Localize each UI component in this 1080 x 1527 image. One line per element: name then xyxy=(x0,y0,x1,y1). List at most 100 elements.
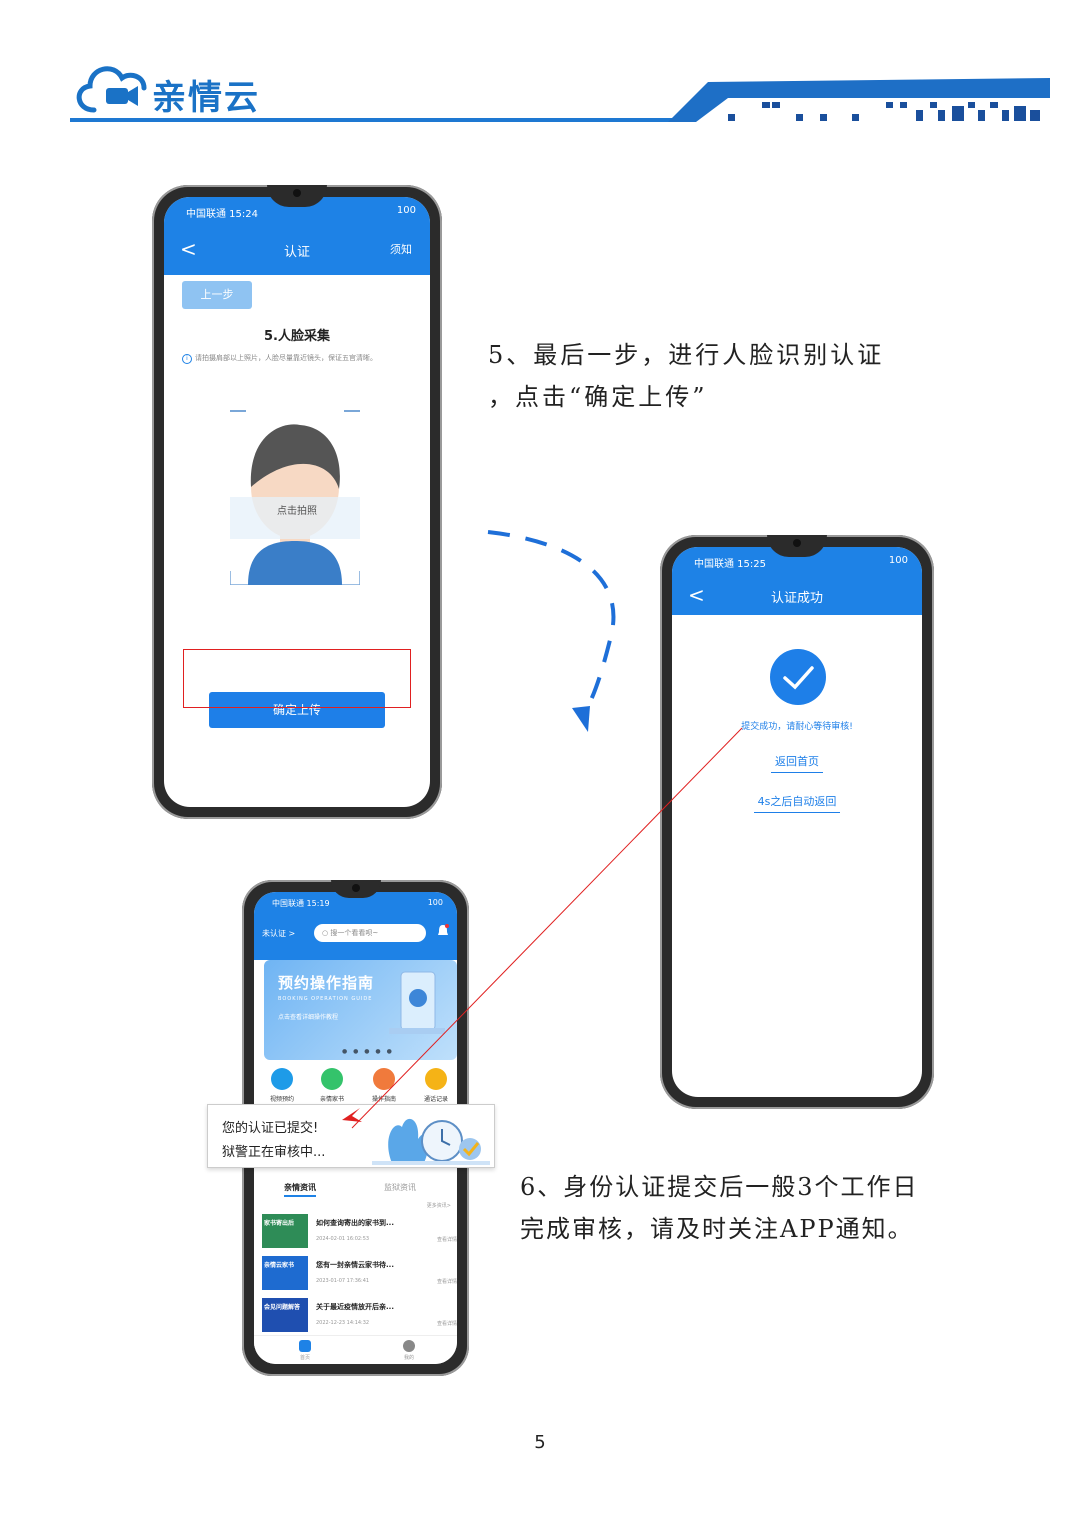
brand-name: 亲情云 xyxy=(152,78,260,118)
nav-bar: < 认证 须知 xyxy=(164,223,430,275)
back-arrow-icon[interactable]: < xyxy=(688,583,705,607)
list-item[interactable]: 亲情云家书 您有一封亲情云家书待... 2023-01-07 17:36:41 … xyxy=(262,1256,457,1294)
banner-title: 预约操作指南 xyxy=(278,974,375,992)
section-heading: 5.人脸采集 xyxy=(264,329,330,344)
call-records-item[interactable]: 通话记录 xyxy=(414,1068,457,1103)
home-top-bar: 未认证 > ○ 搜一个看看呗~ xyxy=(254,914,457,960)
news-detail-link[interactable]: 查看详情 xyxy=(436,1279,457,1285)
arrowhead-icon xyxy=(572,706,590,732)
battery-indicator: 100 xyxy=(427,898,443,907)
header-decoration xyxy=(668,78,1050,122)
clock-icon xyxy=(425,1068,447,1090)
list-item[interactable]: 会见问题解答 关于最近疫情放开后亲... 2022-12-23 14:14:32… xyxy=(262,1298,457,1336)
guide-icon xyxy=(373,1068,395,1090)
list-item[interactable]: 家书寄出后 如何查询寄出的家书到... 2024-02-01 16:02:53 … xyxy=(262,1214,457,1252)
tab-prison-news[interactable]: 监狱资讯 xyxy=(384,1183,416,1192)
tab-home-label: 首页 xyxy=(299,1355,310,1361)
unverified-status[interactable]: 未认证 > xyxy=(262,929,296,938)
cloud-logo-icon xyxy=(76,66,147,113)
step6-line1: 6、身份认证提交后一般3个工作日 xyxy=(520,1173,919,1201)
tab-mine-label: 我的 xyxy=(403,1355,414,1361)
search-placeholder: 搜一个看看呗~ xyxy=(330,929,379,937)
previous-step-button[interactable]: 上一步 xyxy=(182,281,252,309)
bottom-tab-bar: 首页 我的 xyxy=(254,1335,457,1364)
tab-home[interactable]: 首页 xyxy=(290,1340,320,1361)
phone-screen: 中国联通 15:25 100 < 认证成功 提交成功，请耐心等待审核! 返回首页… xyxy=(672,547,922,1097)
user-icon xyxy=(403,1340,415,1352)
status-time: 中国联通 15:24 xyxy=(186,209,258,220)
video-appointment-item[interactable]: 视频预约 xyxy=(260,1068,304,1103)
notification-line2: 狱警正在审核中... xyxy=(222,1145,326,1160)
camera-icon xyxy=(793,539,801,547)
phone-illustration-icon xyxy=(389,971,445,1034)
news-title: 如何查询寄出的家书到... xyxy=(316,1219,394,1227)
success-message: 提交成功，请耐心等待审核! xyxy=(741,722,853,732)
return-home-label: 返回首页 xyxy=(771,755,823,773)
news-date: 2022-12-23 14:14:32 xyxy=(316,1320,370,1326)
nav-bar: < 认证成功 xyxy=(672,573,922,615)
phone-verification-success: 中国联通 15:25 100 < 认证成功 提交成功，请耐心等待审核! 返回首页… xyxy=(660,535,934,1109)
more-news-link[interactable]: 更多资讯> xyxy=(426,1203,451,1209)
video-icon xyxy=(271,1068,293,1090)
operation-guide-label: 操作指南 xyxy=(371,1096,396,1103)
call-records-label: 通话记录 xyxy=(423,1096,448,1103)
tab-family-news[interactable]: 亲情资讯 xyxy=(284,1182,316,1197)
bell-icon[interactable] xyxy=(437,924,449,938)
battery-indicator: 100 xyxy=(396,205,416,216)
return-home-button[interactable]: 返回首页 xyxy=(672,753,922,773)
header-divider xyxy=(70,118,680,122)
dashed-flow-arrow xyxy=(487,530,616,715)
carousel-dots[interactable]: ● ● ● ● ● xyxy=(342,1048,394,1055)
news-tabs: 亲情资讯 监狱资讯 xyxy=(254,1182,457,1198)
confirm-upload-button[interactable]: 确定上传 xyxy=(209,692,385,728)
news-thumbnail: 家书寄出后 xyxy=(262,1214,308,1248)
step5-instruction: 5、最后一步，进行人脸识别认证 ，点击“确定上传” xyxy=(488,334,908,418)
tab-mine[interactable]: 我的 xyxy=(394,1340,424,1361)
banner-link[interactable]: 点击查看详细操作教程 xyxy=(278,1014,339,1021)
hint-text: 请拍摄肩部以上照片，人脸尽量靠近镜头，保证五官清晰。 xyxy=(195,354,377,362)
highlight-box xyxy=(183,649,411,708)
submission-notification: 您的认证已提交! 狱警正在审核中... xyxy=(207,1104,495,1168)
face-capture-area[interactable] xyxy=(230,409,360,585)
tap-to-photo-label[interactable]: 点击拍照 xyxy=(277,506,317,517)
family-letter-item[interactable]: 亲情家书 xyxy=(310,1068,354,1103)
news-detail-link[interactable]: 查看详情 xyxy=(436,1321,457,1327)
auto-return-label: 4s之后自动返回 xyxy=(753,795,841,813)
phone-notch xyxy=(267,185,327,207)
search-input[interactable]: ○ 搜一个看看呗~ xyxy=(314,924,426,942)
back-arrow-icon[interactable]: < xyxy=(180,237,197,261)
status-time: 中国联通 15:25 xyxy=(694,559,766,570)
step6-instruction: 6、身份认证提交后一般3个工作日 完成审核，请及时关注APP通知。 xyxy=(520,1166,940,1250)
news-date: 2023-01-07 17:36:41 xyxy=(316,1278,370,1284)
success-check-icon xyxy=(770,649,826,705)
nav-title: 认证成功 xyxy=(770,591,823,606)
notice-link[interactable]: 须知 xyxy=(390,243,412,256)
step5-line2: ，点击“确定上传” xyxy=(488,383,708,411)
news-detail-link[interactable]: 查看详情 xyxy=(436,1237,457,1243)
operation-guide-item[interactable]: 操作指南 xyxy=(362,1068,406,1103)
news-thumbnail: 会见问题解答 xyxy=(262,1298,308,1332)
news-date: 2024-02-01 16:02:53 xyxy=(316,1236,370,1242)
video-appointment-label: 视频预约 xyxy=(269,1096,294,1103)
news-title: 关于最近疫情放开后亲... xyxy=(316,1303,394,1311)
nav-title: 认证 xyxy=(283,245,310,260)
step5-line1: 5、最后一步，进行人脸识别认证 xyxy=(488,341,885,369)
review-clock-illustration xyxy=(372,1118,490,1165)
battery-indicator: 100 xyxy=(888,555,908,566)
mail-icon xyxy=(321,1068,343,1090)
auto-return-link[interactable]: 4s之后自动返回 xyxy=(672,793,922,813)
news-title: 您有一封亲情云家书待... xyxy=(316,1261,394,1269)
family-letter-label: 亲情家书 xyxy=(319,1096,344,1103)
search-icon: ○ xyxy=(322,929,331,937)
camera-icon xyxy=(293,189,301,197)
home-icon xyxy=(299,1340,311,1352)
guide-banner[interactable]: 预约操作指南 BOOKING OPERATION GUIDE 点击查看详细操作教… xyxy=(264,960,457,1060)
banner-subtitle: BOOKING OPERATION GUIDE xyxy=(278,996,373,1002)
phone-notch xyxy=(767,535,827,557)
notification-line1: 您的认证已提交! xyxy=(222,1121,319,1136)
news-thumbnail: 亲情云家书 xyxy=(262,1256,308,1290)
status-time: 中国联通 15:19 xyxy=(272,899,330,908)
